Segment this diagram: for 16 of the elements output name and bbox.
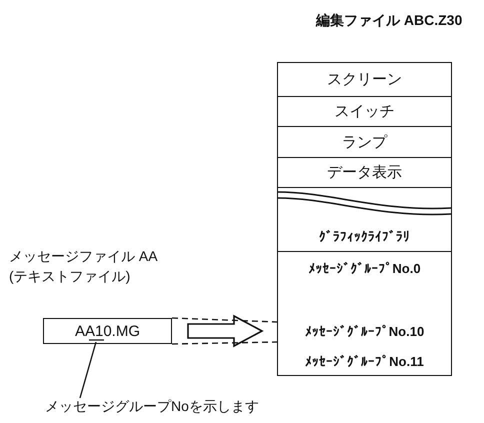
file-heading: メッセージファイル AA (テキストファイル) bbox=[9, 247, 158, 286]
stack-row: スクリーン bbox=[277, 62, 452, 97]
hollow-arrow bbox=[187, 314, 264, 348]
stack-row: ｸﾞﾗﾌｨｯｸﾗｲﾌﾞﾗﾘ bbox=[277, 222, 452, 252]
stack-row: スイッチ bbox=[277, 97, 452, 127]
stack-row: ﾒｯｾｰｼﾞｸﾞﾙｰﾌﾟNo.0 bbox=[277, 255, 452, 281]
dashed-line bbox=[172, 341, 278, 345]
stack-row: データ表示 bbox=[277, 158, 452, 188]
dashed-line bbox=[172, 317, 278, 323]
stack-row: ﾒｯｾｰｼﾞｸﾞﾙｰﾌﾟNo.11 bbox=[277, 348, 452, 374]
file-box: AA10.MG bbox=[43, 318, 172, 344]
stack-row: ランプ bbox=[277, 127, 452, 158]
stack-row: ﾒｯｾｰｼﾞｸﾞﾙｰﾌﾟNo.10 bbox=[277, 318, 452, 344]
file-heading: 編集ファイル ABC.Z30 bbox=[316, 12, 462, 30]
note-text: メッセージグループNoを示します bbox=[45, 398, 305, 420]
leader-line bbox=[79, 342, 97, 398]
